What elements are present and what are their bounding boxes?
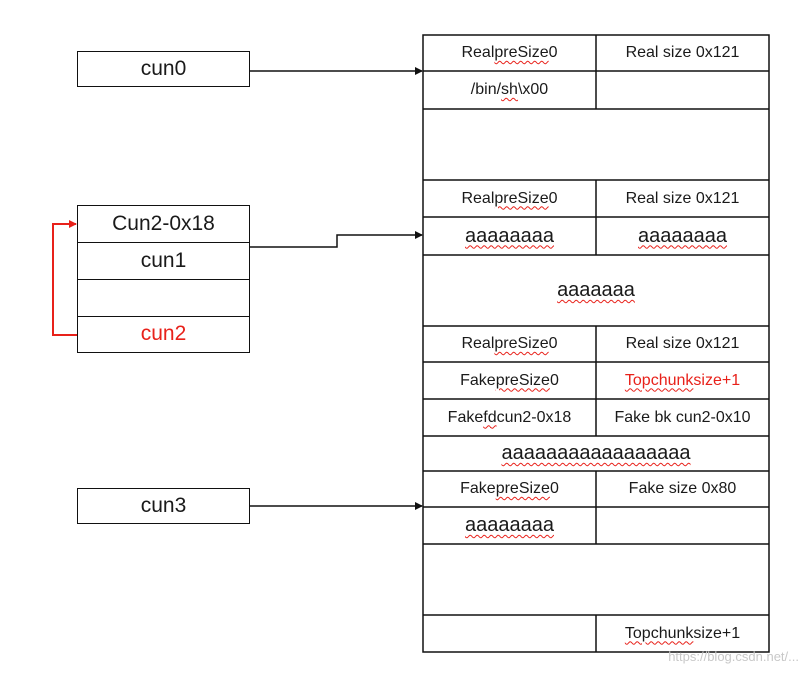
pointer-cun0: cun0 xyxy=(77,51,250,87)
pointer-array: Cun2-0x18 cun1 cun2 xyxy=(77,205,250,353)
pointer-cun2-minus-0x18: Cun2-0x18 xyxy=(78,206,249,243)
cell-empty-0 xyxy=(596,71,769,109)
arrow-cun2-self xyxy=(52,220,77,336)
cell-topchunk-size-2: Topchunk size+1 xyxy=(624,624,741,642)
cell-fill-a1: aaaaaaaa xyxy=(465,224,554,247)
cell-real-size-0: Real size 0x121 xyxy=(625,44,740,61)
cell-fake-fd: Fake fd cun2-0x18 xyxy=(447,408,572,426)
cell-empty-1 xyxy=(596,507,769,544)
cell-bin-sh: /bin/sh\x00 xyxy=(470,81,549,98)
cell-fake-bk: Fake bk cun2-0x10 xyxy=(614,408,751,426)
cell-real-size-1: Real size 0x121 xyxy=(625,189,740,207)
pointer-cun3: cun3 xyxy=(77,488,250,524)
watermark: https://blog.csdn.net/... xyxy=(668,649,799,664)
pointer-cun2: cun2 xyxy=(140,322,187,345)
cell-empty-2 xyxy=(423,615,596,652)
cell-real-presize-0: Real preSize 0 xyxy=(461,44,558,61)
cell-fake-presize-2: Fake preSize 0 xyxy=(460,480,559,497)
pointer-empty xyxy=(78,280,249,317)
cell-topchunk-size-1: Topchunk size+1 xyxy=(624,371,741,389)
pointer-cun1: cun1 xyxy=(78,243,249,280)
cell-fill-a3: aaaaaaa xyxy=(557,279,635,301)
cell-fake-presize-1: Fake preSize 0 xyxy=(460,371,559,389)
cell-fill-a2: aaaaaaaa xyxy=(638,224,727,247)
cell-fill-a4: aaaaaaaaaaaaaaaaa xyxy=(501,442,691,464)
cell-fill-a5: aaaaaaaa xyxy=(465,514,554,536)
arrow-cun1 xyxy=(250,231,423,248)
cell-fake-size: Fake size 0x80 xyxy=(628,480,737,497)
cell-real-presize-2: Real preSize 0 xyxy=(461,335,558,352)
cell-real-size-2: Real size 0x121 xyxy=(625,335,740,352)
cell-real-presize-1: Real preSize 0 xyxy=(461,189,558,207)
